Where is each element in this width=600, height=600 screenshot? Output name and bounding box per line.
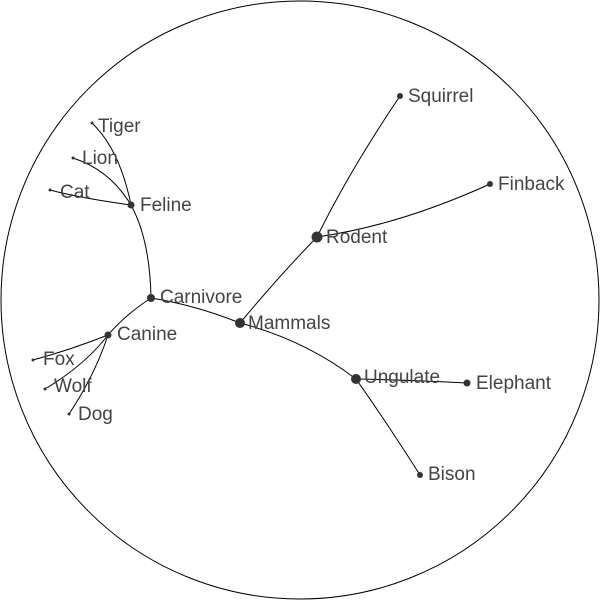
label-bison: Bison <box>428 464 476 485</box>
nodes-layer <box>31 93 493 478</box>
edge-mammals-rodent <box>239 236 318 324</box>
edge-ungulate-elephant <box>355 378 468 384</box>
label-ungulate: Ungulate <box>364 367 440 388</box>
node-fox <box>31 358 35 362</box>
label-mammals: Mammals <box>248 313 330 334</box>
node-canine <box>104 331 112 339</box>
label-feline: Feline <box>140 195 192 216</box>
label-elephant: Elephant <box>476 373 552 394</box>
edge-carnivore-canine <box>107 297 152 336</box>
edge-canine-dog <box>68 334 109 415</box>
node-feline <box>127 201 135 209</box>
label-wolf: Wolf <box>54 376 92 397</box>
edge-canine-fox <box>32 334 109 361</box>
edge-rodent-squirrel <box>316 95 401 238</box>
node-rodent <box>311 231 323 243</box>
node-bison <box>417 472 423 478</box>
label-cat: Cat <box>60 182 90 203</box>
edge-feline-tiger <box>91 122 132 206</box>
edge-canine-wolf <box>44 334 109 390</box>
node-lion <box>71 156 75 160</box>
label-rodent: Rodent <box>326 227 388 248</box>
edge-feline-lion <box>72 157 132 206</box>
node-cat <box>48 188 52 192</box>
node-wolf <box>43 387 47 391</box>
edge-rodent-finback <box>316 183 491 238</box>
edge-ungulate-bison <box>355 378 421 476</box>
node-squirrel <box>397 93 403 99</box>
label-tiger: Tiger <box>98 116 141 137</box>
node-finback <box>487 181 493 187</box>
edge-mammals-carnivore <box>150 297 241 324</box>
label-dog: Dog <box>78 404 113 425</box>
edges-layer <box>32 95 491 476</box>
node-carnivore <box>147 294 155 302</box>
edge-carnivore-feline <box>130 204 152 299</box>
label-fox: Fox <box>43 349 75 370</box>
label-carnivore: Carnivore <box>160 287 242 308</box>
node-elephant <box>463 379 471 387</box>
node-ungulate <box>351 374 361 384</box>
edge-feline-cat <box>49 189 132 206</box>
label-lion: Lion <box>82 148 118 169</box>
label-finback: Finback <box>498 174 565 195</box>
edge-mammals-ungulate <box>239 322 357 380</box>
node-mammals <box>235 318 245 328</box>
node-tiger <box>90 121 94 125</box>
label-squirrel: Squirrel <box>408 86 473 107</box>
node-dog <box>67 412 71 416</box>
label-canine: Canine <box>117 324 177 345</box>
